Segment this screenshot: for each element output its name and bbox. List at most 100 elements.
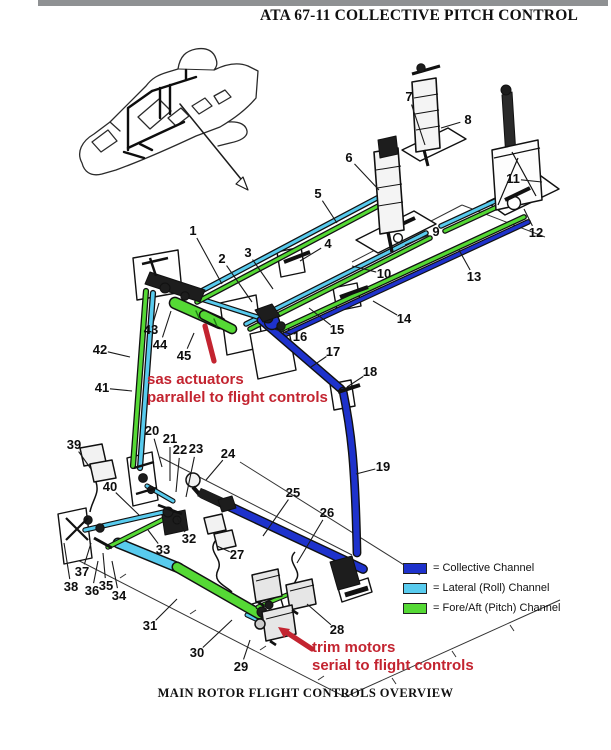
- leader-line-34: [111, 560, 118, 589]
- callout-45: 45: [176, 348, 192, 363]
- red-annotation-arrows: [202, 323, 315, 652]
- leader-line-22: [175, 457, 180, 493]
- leader-line-8: [440, 121, 461, 129]
- callout-26: 26: [319, 505, 335, 520]
- callout-22: 22: [172, 442, 188, 457]
- leader-line-16: [273, 328, 293, 336]
- servo-actuator-6: [373, 135, 405, 253]
- callout-13: 13: [466, 269, 482, 284]
- leader-line-11: [520, 179, 543, 183]
- callout-21: 21: [162, 431, 178, 446]
- legend-label-foreaft: = Fore/Aft (Pitch) Channel: [433, 602, 561, 614]
- callout-11: 11: [506, 171, 520, 186]
- callout-6: 6: [345, 150, 353, 165]
- callout-25: 25: [285, 485, 301, 500]
- legend-swatch-lateral: [403, 582, 427, 594]
- leader-line-31: [155, 598, 178, 621]
- leader-line-37: [83, 542, 92, 565]
- leader-line-17: [310, 356, 327, 368]
- leader-line-15: [308, 307, 332, 326]
- leader-line-3: [252, 259, 274, 290]
- inset-control-runs: [122, 68, 198, 160]
- callout-17: 17: [325, 344, 341, 359]
- callout-33: 33: [155, 542, 171, 557]
- leader-line-9: [404, 234, 429, 246]
- leader-line-24: [205, 459, 224, 481]
- leader-line-28: [306, 603, 332, 626]
- servo-actuator-7-8: [411, 63, 441, 167]
- annotation-sas-line1: sas actuators: [147, 371, 244, 388]
- callout-14: 14: [396, 311, 412, 326]
- leader-line-26: [296, 519, 324, 564]
- callout-24: 24: [220, 446, 236, 461]
- leader-line-44: [161, 310, 172, 338]
- annotation-trim-motors: trim motors serial to flight controls: [312, 639, 474, 674]
- copilot-pedals: [203, 513, 237, 551]
- channel-color-legend: = Collective Channel = Lateral (Roll) Cha…: [403, 562, 561, 614]
- floor-bellcrank-20: [133, 460, 157, 496]
- leader-line-14: [372, 300, 398, 316]
- callout-41: 41: [94, 380, 110, 395]
- lateral-channel-tubes: [82, 186, 509, 633]
- legend-label-collective: = Collective Channel: [433, 562, 535, 574]
- callout-4: 4: [324, 236, 332, 251]
- annotation-trim-line1: trim motors: [312, 639, 396, 656]
- leader-line-39: [78, 451, 92, 470]
- collective-channel-tubes: [198, 219, 531, 574]
- leader-line-41: [109, 388, 133, 392]
- leader-line-12: [523, 208, 533, 227]
- callout-3: 3: [244, 245, 252, 260]
- callout-19: 19: [375, 459, 391, 474]
- callout-20: 20: [144, 423, 160, 438]
- leader-line-10: [351, 265, 377, 273]
- callout-23: 23: [188, 441, 204, 456]
- callout-28: 28: [329, 622, 345, 637]
- leader-line-27: [216, 545, 230, 553]
- leader-line-4: [299, 247, 322, 262]
- leader-line-20: [153, 438, 163, 468]
- callout-9: 9: [432, 224, 440, 239]
- callout-38: 38: [63, 579, 79, 594]
- callout-32: 32: [181, 531, 197, 546]
- callout-44: 44: [152, 337, 168, 352]
- support-clamps: [283, 216, 416, 394]
- legend-swatch-collective: [403, 562, 427, 574]
- upper-left-bellcrank: [141, 256, 206, 303]
- annotation-sas-line2: parrallel to flight controls: [147, 388, 328, 406]
- sas-pointer-arrow: [202, 323, 217, 364]
- collective-stick-grip: [185, 472, 237, 513]
- trim-pointer-arrow: [283, 629, 315, 652]
- leader-line-45: [186, 332, 195, 349]
- leader-line-29: [243, 639, 251, 660]
- callout-34: 34: [111, 588, 127, 603]
- callout-37: 37: [74, 564, 90, 579]
- leader-line-40: [115, 492, 140, 516]
- leader-line-33: [147, 529, 159, 544]
- helicopter-inset-drawing: [79, 47, 259, 191]
- annotation-sas-actuators: sas actuators parrallel to flight contro…: [147, 371, 328, 406]
- leader-line-18: [346, 375, 364, 388]
- figure-caption: MAIN ROTOR FLIGHT CONTROLS OVERVIEW: [157, 686, 454, 700]
- collective-servo-mechanism-11: [491, 84, 543, 211]
- leader-line-42: [107, 351, 131, 358]
- callout-15: 15: [329, 322, 345, 337]
- mixing-bellcrank-16: [254, 303, 286, 331]
- leader-line-30: [202, 619, 233, 648]
- callout-40: 40: [102, 479, 118, 494]
- callout-42: 42: [92, 342, 108, 357]
- leader-line-2: [226, 265, 253, 303]
- legend-row-lateral: = Lateral (Roll) Channel: [403, 582, 560, 594]
- callout-8: 8: [464, 112, 472, 127]
- leader-line-1: [196, 237, 223, 285]
- leader-line-32: [176, 517, 186, 533]
- top-divider-bar: [38, 0, 608, 6]
- sas-actuators: [168, 296, 238, 335]
- leader-line-35: [102, 552, 106, 579]
- callout-16: 16: [292, 329, 308, 344]
- leader-line-13: [458, 249, 471, 271]
- callout-10: 10: [376, 266, 392, 281]
- callout-7: 7: [405, 89, 413, 104]
- callout-36: 36: [84, 583, 100, 598]
